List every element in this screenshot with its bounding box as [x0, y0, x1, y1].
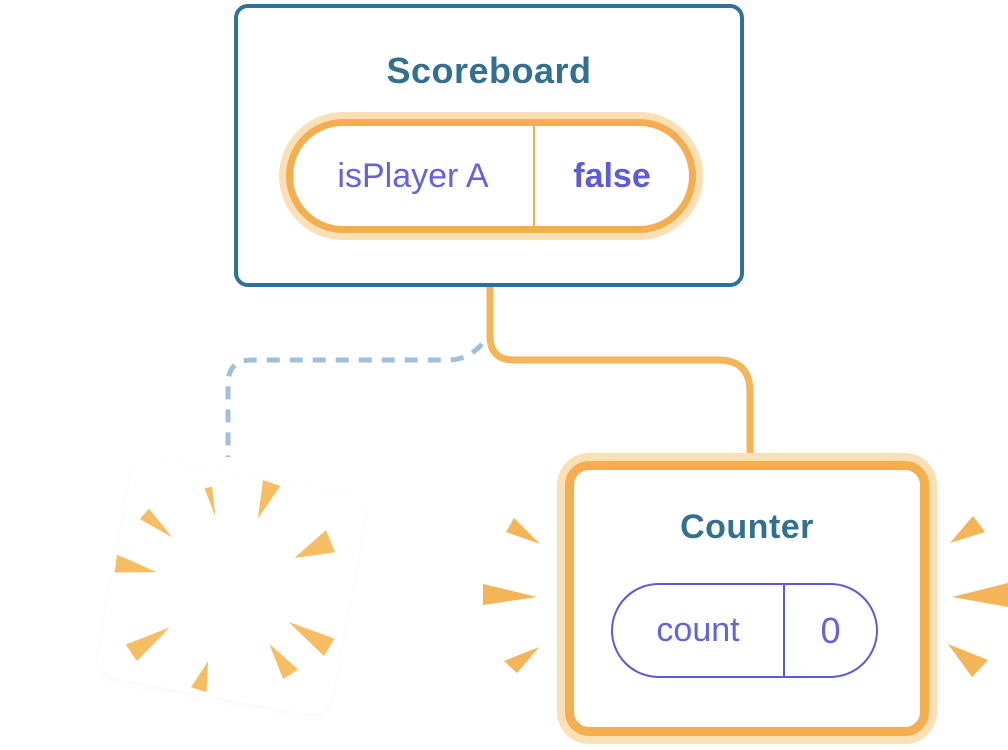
emphasis-marks-left-icon	[483, 518, 540, 673]
scoreboard-card: Scoreboard isPlayer A false	[234, 4, 744, 287]
counter-card: Counter count 0	[565, 461, 929, 736]
dashed-connector-line	[225, 342, 484, 457]
count-pill: count 0	[611, 583, 878, 678]
state-value: false	[533, 126, 689, 226]
solid-connector-line	[486, 285, 754, 458]
state-label: isPlayer A	[337, 156, 489, 195]
counter-title: Counter	[680, 508, 814, 546]
emphasis-marks-right-icon	[948, 516, 1008, 677]
burst-icon	[114, 479, 336, 693]
scoreboard-title: Scoreboard	[386, 50, 592, 91]
state-pill: isPlayer A false	[286, 119, 696, 233]
count-value: 0	[783, 585, 876, 676]
count-label: count	[656, 611, 740, 649]
destroyed-component-card	[94, 456, 369, 718]
